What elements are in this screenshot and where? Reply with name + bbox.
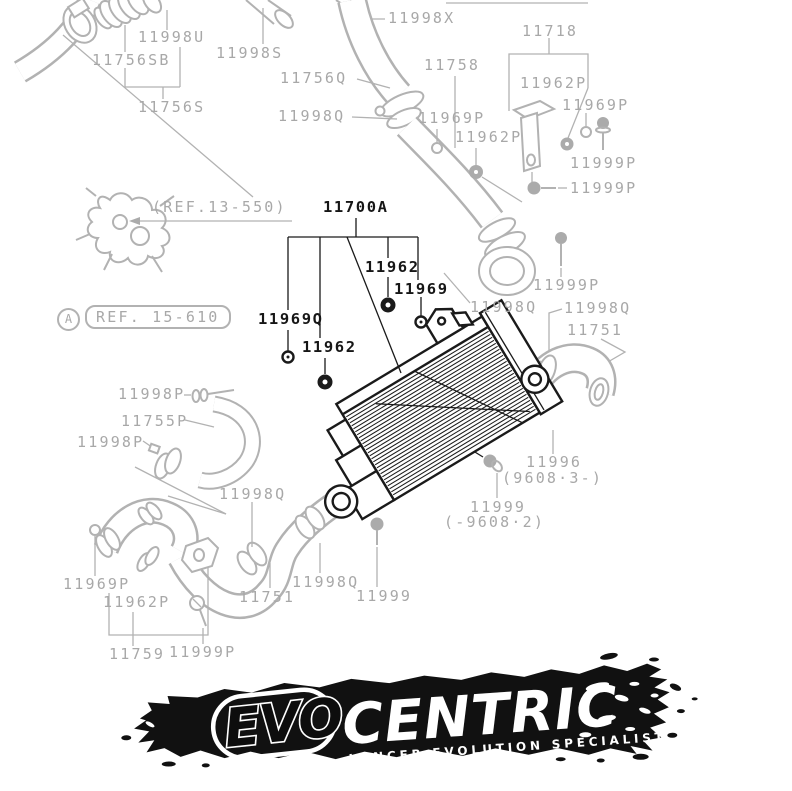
logo-splatter [121,652,698,768]
leader-tree-11700a [281,218,428,390]
ref-box-15-610: REF. 15-610 [85,305,231,329]
bracket-arm [519,111,542,173]
logo: EVO CENTRIC LANCER EVOLUTION SPECIALIST [121,652,698,768]
bracket-top [511,99,557,121]
bolt-11996-11999-group [469,430,554,498]
pipe-11758 [337,0,536,296]
logo-evo-capsule: EVO [210,685,347,762]
logo-brush-band [134,663,670,760]
logo-evo-text: EVO [221,687,345,760]
top-left-hose-assembly [13,0,254,198]
hose-stub-11998s [245,0,294,44]
left-mid-group [134,388,261,515]
lower-hose-assembly [89,492,384,646]
engine-ref-sketch [75,187,292,273]
bracket-11718-group [508,38,611,195]
intercooler-assembly [281,218,564,521]
logo-brush-nicks [145,681,659,738]
ref-marker-a-circle: A [57,308,80,331]
